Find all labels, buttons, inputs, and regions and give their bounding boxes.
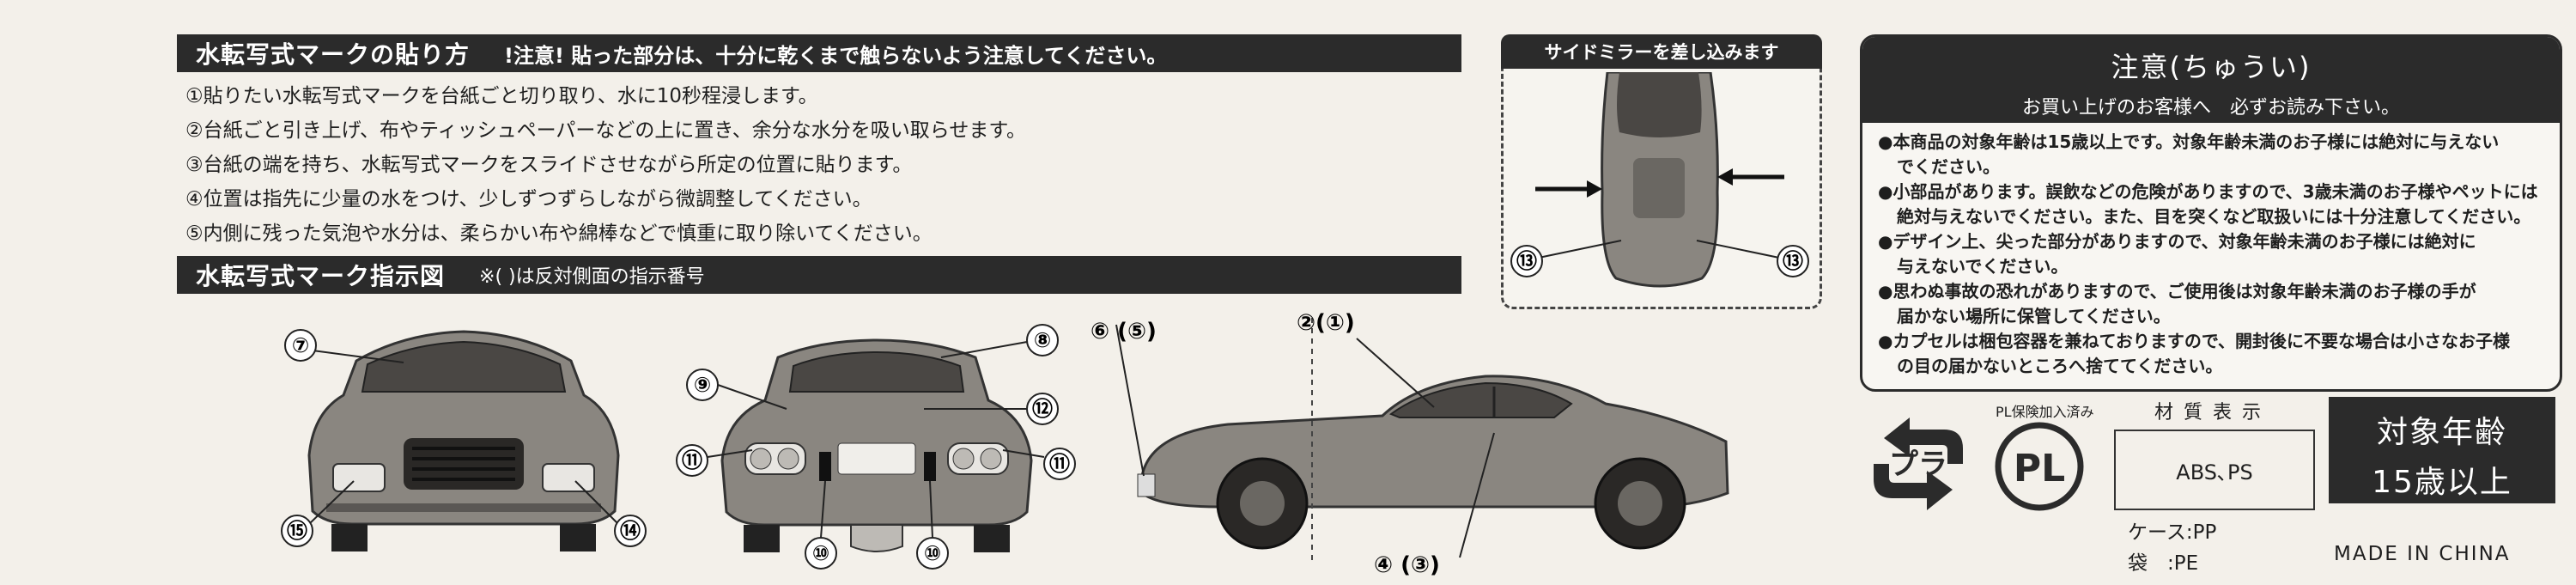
decal-step: ④位置は指先に少量の水をつけ、少しずつずらしながら微調整してください。 bbox=[185, 188, 872, 210]
caution-list: ●本商品の対象年齢は15歳以上です。対象年齢未満のお子様には絶対に与えない でく… bbox=[1862, 123, 2560, 379]
caution-item-text: ●デザイン上、尖った部分がありますので、対象年齢未満のお子様には絶対に bbox=[1878, 231, 2476, 252]
callout-front-left: ⑮ bbox=[287, 519, 307, 543]
callout-rear-upper-right: ⑧ bbox=[1034, 328, 1051, 352]
caution-item-cont: 絶対与えないでください。また、目を突くなど取扱いには十分注意してください。 bbox=[1897, 206, 2531, 227]
recycle-pla-icon: プラ bbox=[1874, 417, 1963, 510]
target-age-label: 対象年齢 bbox=[2376, 415, 2507, 450]
caution-panel: 注意(ちゅうい) お買い上げのお客様へ 必ずお読み下さい。 ●本商品の対象年齢は… bbox=[1860, 34, 2562, 392]
caution-title: 注意(ちゅうい) bbox=[2111, 51, 2312, 83]
insert-arrow-left-icon bbox=[1535, 180, 1602, 198]
decal-step: ③台紙の端を持ち、水転写式マークをスライドさせながら所定の位置に貼ります。 bbox=[185, 154, 913, 176]
caution-item: ●デザイン上、尖った部分がありますので、対象年齢未満のお子様には絶対に 与えない… bbox=[1878, 229, 2548, 279]
decal-diagram-header: 水転写式マーク指示図 ※( )は反対側面の指示番号 bbox=[177, 256, 1461, 294]
decal-step: ①貼りたい水転写式マークを台紙ごと切り取り、水に10秒程浸します。 bbox=[185, 85, 818, 107]
callout-rear-bottom-left: ⑩ bbox=[812, 541, 829, 565]
decal-diagram-title: 水転写式マーク指示図 bbox=[196, 262, 446, 290]
caution-item-text: ●思わぬ事故の恐れがありますので、ご使用後は対象年齢未満のお子様の手が bbox=[1878, 281, 2476, 302]
decal-steps-list: ①貼りたい水転写式マークを台紙ごと切り取り、水に10秒程浸します。 ②台紙ごと引… bbox=[185, 79, 1473, 251]
caution-item-text: ●小部品があります。誤飲などの危険がありますので、3歳未満のお子様やペットには bbox=[1878, 181, 2538, 202]
decal-step: ②台紙ごと引き上げ、布やティッシュペーパーなどの上に置き、余分な水分を吸い取らせ… bbox=[185, 119, 1027, 142]
caution-item: ●小部品があります。誤飲などの危険がありますので、3歳未満のお子様やペットには … bbox=[1878, 180, 2548, 229]
material-value: ABS､PS bbox=[2114, 430, 2315, 510]
caution-item-text: ●カプセルは梱包容器を兼ねておりますので、開封後に不要な場合は小さなお子様 bbox=[1878, 331, 2511, 351]
pl-insurance-caption: PL保険加入済み bbox=[1996, 404, 2094, 420]
callout-side-roof: ②(①) bbox=[1297, 310, 1355, 336]
caution-item-cont: 与えないでください。 bbox=[1897, 256, 2069, 277]
caution-item: ●本商品の対象年齢は15歳以上です。対象年齢未満のお子様には絶対に与えない でく… bbox=[1878, 130, 2548, 180]
caution-item-text: ●本商品の対象年齢は15歳以上です。対象年齢未満のお子様には絶対に与えない bbox=[1878, 131, 2500, 152]
caution-item-cont: でください。 bbox=[1897, 156, 2000, 177]
made-in-label: MADE IN CHINA bbox=[2334, 543, 2511, 565]
car-side-illustration bbox=[1137, 375, 1729, 550]
target-age-value: 15歳以上 bbox=[2372, 465, 2512, 500]
car-front-illustration bbox=[307, 330, 620, 551]
decal-instructions-header: 水転写式マークの貼り方 !注意! 貼った部分は、十分に乾くまで触らないよう注意し… bbox=[177, 34, 1461, 72]
caution-item-cont: の目の届かないところへ捨ててください。 bbox=[1897, 356, 2223, 376]
callout-rear-right: ⑪ bbox=[1049, 452, 1070, 476]
insert-arrow-right-icon bbox=[1717, 168, 1784, 186]
packaging-case: ケース:PP bbox=[2128, 521, 2217, 544]
callout-front-top: ⑦ bbox=[292, 333, 309, 357]
callout-mirror-left: ⑬ bbox=[1516, 249, 1537, 273]
pl-mark-icon: PL bbox=[1995, 422, 2084, 511]
callout-side-nose: ⑥ (⑤) bbox=[1091, 319, 1157, 344]
decal-step: ⑤内側に残った気泡や水分は、柔らかい布や綿棒などで慎重に取り除いてください。 bbox=[185, 222, 933, 245]
callout-mirror-right: ⑬ bbox=[1783, 249, 1803, 273]
material-label: 材質表示 bbox=[2154, 402, 2271, 424]
caution-subtitle: お買い上げのお客様へ 必ずお読み下さい。 bbox=[2021, 97, 2400, 119]
caution-header: 注意(ちゅうい) お買い上げのお客様へ 必ずお読み下さい。 bbox=[1862, 37, 2560, 123]
caution-item-cont: 届かない場所に保管してください。 bbox=[1897, 306, 2171, 326]
callout-front-right: ⑭ bbox=[620, 519, 641, 543]
recycle-pla-label: プラ bbox=[1889, 448, 1947, 482]
decal-instructions-title: 水転写式マークの貼り方 bbox=[196, 40, 471, 69]
target-age-box: 対象年齢 15歳以上 bbox=[2329, 397, 2555, 503]
callout-rear-bottom-right: ⑩ bbox=[924, 541, 941, 565]
pl-mark-label: PL bbox=[2014, 447, 2065, 491]
decal-diagram-note: ※( )は反対側面の指示番号 bbox=[479, 266, 705, 288]
caution-item: ●カプセルは梱包容器を兼ねておりますので、開封後に不要な場合は小さなお子様 の目… bbox=[1878, 329, 2548, 379]
callout-rear-left: ⑪ bbox=[682, 448, 702, 472]
car-top-illustration bbox=[1601, 72, 1719, 288]
packaging-bag: 袋 :PE bbox=[2128, 552, 2199, 575]
car-rear-illustration bbox=[720, 338, 1033, 552]
callout-side-door: ④ (③) bbox=[1374, 552, 1440, 578]
caution-item: ●思わぬ事故の恐れがありますので、ご使用後は対象年齢未満のお子様の手が 届かない… bbox=[1878, 279, 2548, 329]
rear-view-diagram: ⑨ ⑧ ⑫ ⑪ ⑪ ⑩ ⑩ bbox=[676, 324, 1076, 570]
mirror-diagram: ⑬ ⑬ bbox=[1510, 72, 1809, 288]
callout-rear-upper-left: ⑨ bbox=[694, 373, 711, 397]
side-view-diagram: ⑥ (⑤) ②(①) ④ (③) bbox=[1091, 310, 1729, 578]
front-view-diagram: ⑦ ⑮ ⑭ bbox=[281, 329, 647, 551]
mirror-insert-title: サイドミラーを差し込みます bbox=[1501, 34, 1822, 69]
callout-rear-mid-right: ⑫ bbox=[1032, 397, 1053, 421]
decal-caution-note: !注意! 貼った部分は、十分に乾くまで触らないよう注意してください。 bbox=[504, 43, 1168, 68]
